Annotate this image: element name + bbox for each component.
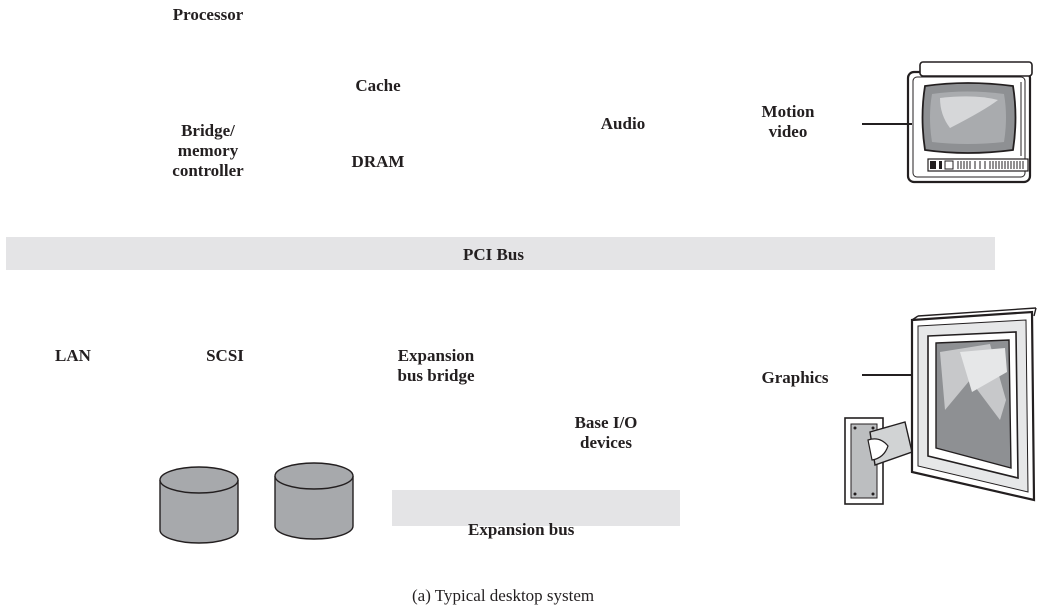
disk-drive-icon bbox=[159, 466, 239, 544]
processor-label: Processor bbox=[172, 5, 244, 24]
bridge-memory-controller-label: Bridge/ memory controller bbox=[172, 121, 244, 180]
cache-label: Cache bbox=[355, 76, 401, 95]
expansion-bus-bridge-label: Expansion bus bridge bbox=[397, 346, 475, 385]
figure-caption: (a) Typical desktop system bbox=[412, 586, 595, 605]
lan-label: LAN bbox=[55, 346, 91, 365]
expansion-bus-label: Expansion bus bbox=[468, 520, 575, 539]
pci-bus-bar bbox=[6, 237, 995, 270]
disk-drive-icon bbox=[274, 462, 354, 540]
pci-bus-label: PCI Bus bbox=[463, 245, 524, 264]
audio-label: Audio bbox=[600, 114, 646, 133]
expansion-bus-bar bbox=[392, 490, 680, 526]
dram-label: DRAM bbox=[351, 152, 405, 171]
scsi-label: SCSI bbox=[206, 346, 244, 365]
graphics-label: Graphics bbox=[761, 368, 829, 387]
crt-monitor-icon bbox=[906, 61, 1033, 184]
motion-video-label: Motion video bbox=[761, 102, 815, 141]
flat-panel-display-icon bbox=[844, 307, 1037, 505]
base-io-devices-label: Base I/O devices bbox=[574, 413, 638, 452]
